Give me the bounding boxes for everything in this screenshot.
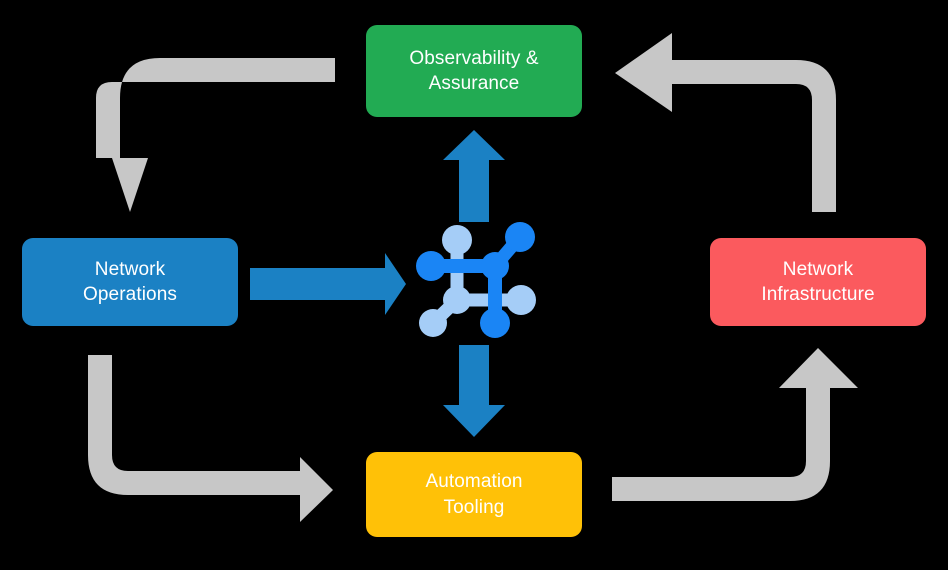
arrow-operations-to-center [250, 253, 406, 315]
topology-node-lower-left-hub [443, 286, 471, 314]
box-automation-tooling[interactable]: Automation Tooling [366, 452, 582, 537]
box-automation-label: Automation Tooling [425, 471, 523, 518]
arrow-observability-to-operations [96, 58, 335, 212]
topology-node-bottom-spur [480, 308, 510, 338]
box-observability-assurance[interactable]: Observability & Assurance [366, 25, 582, 117]
topology-node-center-hub [481, 252, 509, 280]
topology-node-left-hub [416, 251, 446, 281]
arrow-infrastructure-to-observability [615, 33, 836, 212]
topology-node-right-spur [506, 285, 536, 315]
topology-node-top-left [442, 225, 472, 255]
arrow-operations-to-automation [88, 355, 333, 522]
box-observability-label: Observability & Assurance [409, 47, 539, 94]
box-operations-label: Network Operations [83, 258, 177, 305]
topology-node-bottom-left-spur [419, 309, 447, 337]
network-topology-icon [416, 222, 536, 338]
box-network-infrastructure[interactable]: Network Infrastructure [710, 238, 926, 326]
topology-node-top-right-spur [505, 222, 535, 252]
box-infrastructure-label: Network Infrastructure [761, 258, 875, 305]
arrow-center-to-automation [443, 345, 505, 437]
arrow-automation-to-infrastructure [612, 348, 858, 501]
box-network-operations[interactable]: Network Operations [22, 238, 238, 326]
arrow-center-to-observability [443, 130, 505, 222]
